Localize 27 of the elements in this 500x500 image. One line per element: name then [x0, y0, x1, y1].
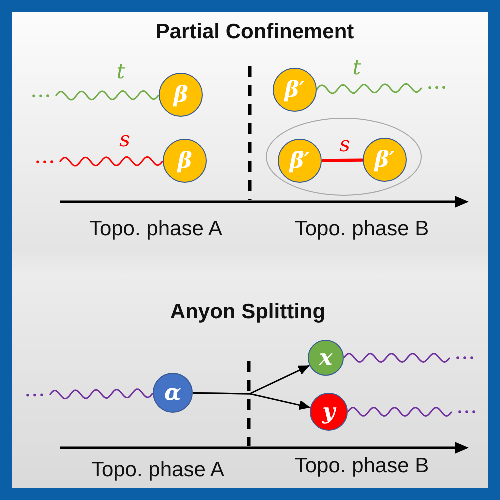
edge-label: s [340, 134, 350, 156]
wavy-line [59, 156, 164, 167]
anyon-symbol: β′ [374, 149, 396, 171]
phase-label: Topo. phase A [91, 458, 225, 482]
panel-title: Anyon Splitting [170, 300, 326, 324]
connector-line [322, 158, 364, 162]
edge-label: t [116, 62, 126, 82]
phase-label: Topo. phase B [294, 454, 430, 478]
wavy-line [347, 407, 453, 417]
anyon-symbol: β [178, 150, 192, 172]
phase-label: Topo. phase B [294, 217, 430, 241]
grouping-ellipse [266, 118, 422, 196]
phase-label: Topo. phase A [89, 217, 223, 241]
anyon-symbol: x [319, 347, 333, 369]
edge-label: s [120, 130, 130, 150]
anyon-symbol: β [174, 84, 188, 106]
panel-title: Partial Confinement [156, 20, 354, 44]
wavy-line [343, 353, 451, 363]
anyon-symbol: β′ [284, 79, 306, 101]
edge-label: t [352, 58, 362, 78]
wavy-line [49, 388, 154, 400]
anyon-symbol: β̄′ [290, 150, 310, 172]
anyon-symbol: α [164, 382, 182, 404]
anyon-symbol: y [322, 401, 336, 423]
wavy-line [55, 90, 160, 101]
wavy-line [316, 83, 423, 94]
arrow [192, 392, 311, 410]
